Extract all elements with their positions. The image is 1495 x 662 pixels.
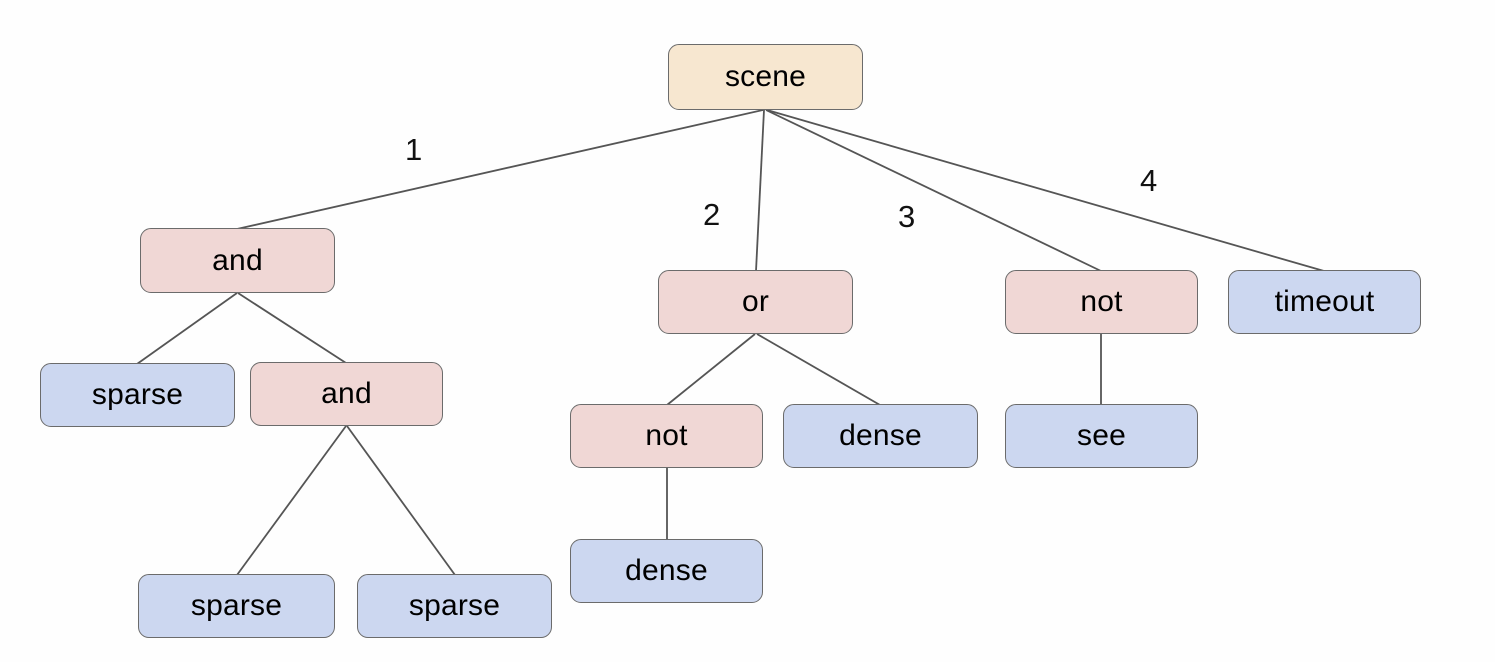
tree-edge-and1-to-sparse1 (136, 292, 238, 365)
tree-node-and1[interactable]: and (140, 228, 335, 293)
tree-edge-scene-to-not1 (765, 109, 1102, 272)
tree-edge-and2-to-sparse3 (346, 425, 456, 576)
tree-node-sparse1[interactable]: sparse (40, 363, 235, 427)
tree-edge-or1-to-dense1 (756, 333, 881, 406)
tree-node-scene[interactable]: scene (668, 44, 863, 110)
edge-label-2: 2 (703, 197, 721, 232)
tree-edge-scene-to-and1 (236, 109, 764, 230)
tree-edge-and2-to-sparse2 (236, 425, 347, 576)
tree-node-timeout1[interactable]: timeout (1228, 270, 1421, 334)
tree-edge-or1-to-not2 (666, 333, 756, 406)
tree-node-dense1[interactable]: dense (783, 404, 978, 468)
tree-edge-scene-to-timeout1 (766, 109, 1325, 272)
tree-node-see1[interactable]: see (1005, 404, 1198, 468)
tree-node-and2[interactable]: and (250, 362, 443, 426)
tree-node-sparse2[interactable]: sparse (138, 574, 335, 638)
tree-node-not2[interactable]: not (570, 404, 763, 468)
tree-edge-scene-to-or1 (755, 109, 765, 272)
tree-node-or1[interactable]: or (658, 270, 853, 334)
edge-label-3: 3 (898, 199, 916, 234)
tree-node-not1[interactable]: not (1005, 270, 1198, 334)
tree-node-sparse3[interactable]: sparse (357, 574, 552, 638)
tree-node-dense2[interactable]: dense (570, 539, 763, 603)
edge-label-1: 1 (405, 132, 423, 167)
tree-edge-and1-to-and2 (237, 292, 347, 364)
edge-label-4: 4 (1140, 163, 1158, 198)
